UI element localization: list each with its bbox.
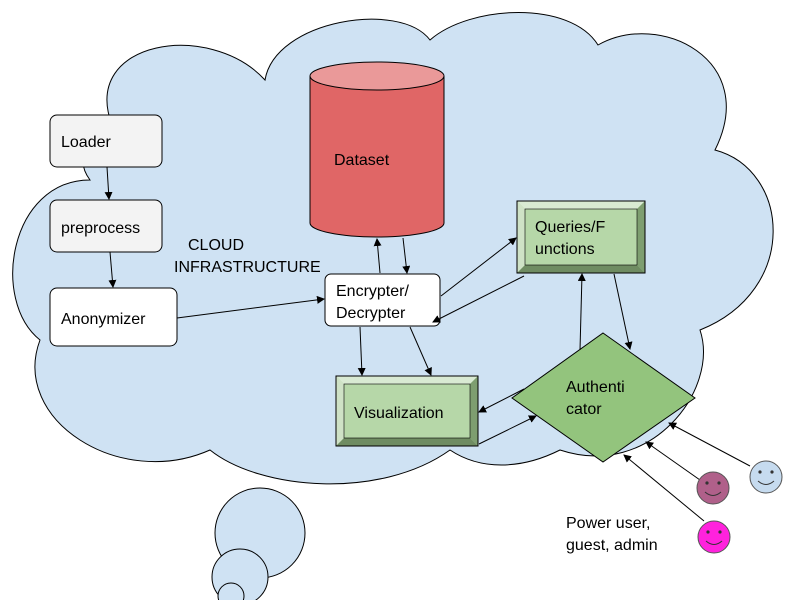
arrow-loader-to-preprocess	[104, 166, 113, 200]
visualization-node[interactable]: Visualization	[335, 375, 479, 447]
arrow-encrypter-to-visualization-1	[357, 326, 366, 376]
queries-functions-node[interactable]: Queries/F unctions	[516, 200, 646, 274]
encrypter-label-line1: Encrypter/	[336, 283, 409, 300]
arrow-preprocess-to-anonymizer	[108, 251, 117, 288]
arrow-authenticator-to-visualization	[478, 388, 525, 413]
arrow-queries-to-authenticator	[613, 273, 633, 350]
cloud-label-line2: INFRASTRUCTURE	[174, 259, 321, 276]
authenticator-label-line1: Authenti	[566, 379, 625, 396]
authenticator-label-line2: cator	[566, 401, 602, 418]
arrow-authenticator-to-queries	[577, 273, 586, 351]
visualization-label: Visualization	[354, 405, 444, 422]
users-label-line1: Power user,	[566, 515, 650, 532]
loader-node[interactable]: Loader	[49, 114, 163, 168]
anonymizer-node[interactable]: Anonymizer	[49, 287, 178, 347]
user-smiley-icon-admin[interactable]	[749, 460, 783, 494]
authenticator-node[interactable]: Authenti cator	[511, 332, 696, 463]
queries-label-line2: unctions	[535, 241, 595, 258]
arrow-guest-to-authenticator	[645, 441, 701, 481]
arrow-poweruser-to-authenticator	[623, 454, 705, 522]
arrow-encrypter-to-queries	[440, 237, 517, 297]
arrow-dataset-to-encrypter	[402, 237, 411, 274]
encrypter-decrypter-node[interactable]: Encrypter/ Decrypter	[324, 273, 441, 327]
cloud-label-line1: CLOUD	[188, 237, 244, 254]
anonymizer-label: Anonymizer	[61, 311, 146, 328]
arrow-encrypter-to-visualization-2	[409, 326, 432, 376]
user-smiley-icon-power-user[interactable]	[697, 520, 731, 554]
preprocess-label: preprocess	[61, 220, 140, 237]
arrow-admin-to-authenticator	[668, 422, 751, 467]
arrow-visualization-to-authenticator	[478, 415, 537, 445]
arrow-anonymizer-to-encrypter	[176, 295, 325, 319]
preprocess-node[interactable]: preprocess	[49, 199, 163, 253]
dataset-label: Dataset	[334, 152, 390, 169]
user-smiley-icon-guest[interactable]	[696, 471, 730, 505]
users-label-line2: guest, admin	[566, 537, 658, 554]
queries-label-line1: Queries/F	[535, 219, 605, 236]
arrow-queries-to-encrypter	[432, 275, 525, 323]
dataset-node[interactable]: Dataset	[309, 61, 445, 238]
connectors	[104, 166, 751, 522]
encrypter-label-line2: Decrypter	[336, 305, 406, 322]
loader-label: Loader	[61, 134, 111, 151]
arrow-encrypter-to-dataset	[373, 238, 382, 274]
